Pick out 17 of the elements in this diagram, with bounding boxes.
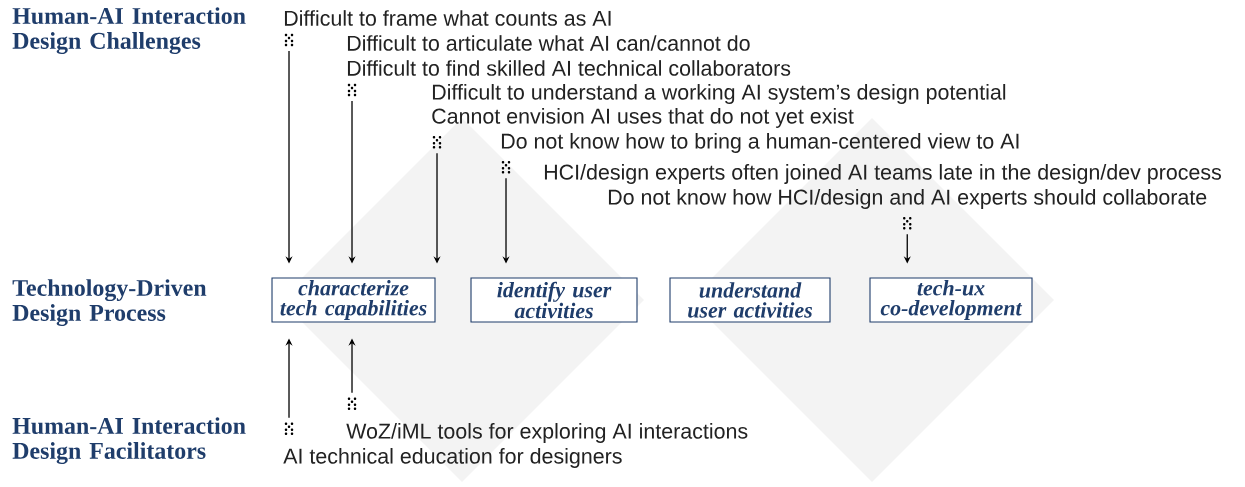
- row-heading: Technology-Driven Design Process: [12, 279, 207, 326]
- process-box: tech-ux co-development: [869, 277, 1033, 323]
- process-box: characterize tech capabilities: [271, 277, 436, 323]
- item-text: WoZ/iML tools for exploring AI interactions: [346, 423, 748, 443]
- row-heading: Human-AI Interaction Design Facilitators: [12, 417, 246, 464]
- row-heading: Human-AI Interaction Design Challenges: [12, 7, 246, 54]
- item-text: Do not know how HCI/design and AI experts should collaborate: [608, 189, 1207, 209]
- item-text: HCI/design experts often joined AI teams late in the design/dev process: [544, 164, 1221, 184]
- item-text: Difficult to articulate what AI can/cannot do: [347, 35, 750, 51]
- process-box: identify user activities: [470, 277, 638, 323]
- item-text: AI technical education for designers: [283, 448, 622, 468]
- item-text: Do not know how to bring a human-centered view to AI: [501, 133, 1019, 153]
- item-text: Cannot envision AI uses that do not yet exist: [432, 108, 854, 128]
- item-text: Difficult to frame what counts as AI: [284, 10, 611, 26]
- item-text: Difficult to find skilled AI technical collaborators: [347, 60, 791, 76]
- process-box: understand user activities: [669, 277, 831, 323]
- item-text: Difficult to understand a working AI system’s design potential: [432, 84, 1006, 104]
